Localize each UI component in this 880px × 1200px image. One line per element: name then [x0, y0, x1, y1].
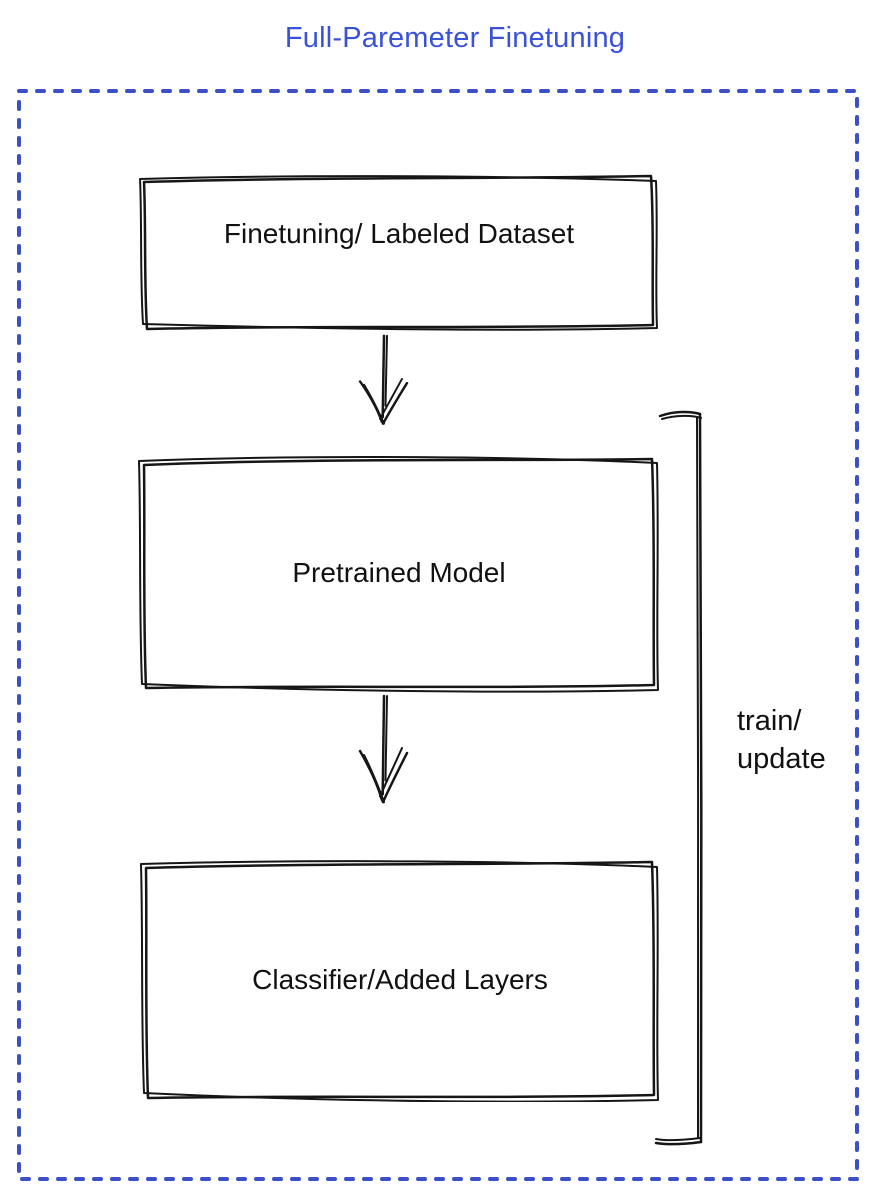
pretrained-model-label: Pretrained Model	[292, 557, 506, 588]
pretrained-model-box-fill	[142, 457, 656, 690]
classifier-added-layers-box-fill	[144, 860, 656, 1100]
classifier-added-layers-box: Classifier/Added Layers	[139, 857, 661, 1102]
dotted-frame-rect	[17, 89, 859, 1181]
pretrained-model-box: Pretrained Model	[136, 453, 662, 693]
finetuning-dataset-box-shape	[139, 174, 658, 331]
train-update-label: train/ update	[737, 702, 826, 778]
down-arrow-icon	[358, 694, 409, 804]
classifier-added-layers-box-sketch-line	[140, 860, 659, 1102]
train-update-label-line1: train/	[737, 705, 802, 737]
train-update-bracket-icon	[654, 410, 703, 1146]
diagram-title: Full-Paremeter Finetuning	[284, 22, 626, 54]
finetuning-dataset-label: Finetuning/ Labeled Dataset	[223, 218, 575, 249]
pretrained-model-box-shape	[138, 455, 659, 693]
finetuning-dataset-box-sketch-line	[139, 175, 658, 331]
down-arrow-icon	[358, 334, 409, 425]
finetuning-dataset-box-fill	[142, 174, 655, 331]
pretrained-model-box-sketch-line	[138, 455, 659, 693]
finetuning-dataset-box: Finetuning/ Labeled Dataset	[138, 172, 660, 332]
classifier-added-layers-box-shape	[140, 860, 659, 1102]
dotted-frame	[17, 89, 859, 1181]
classifier-added-layers-label: Classifier/Added Layers	[252, 963, 548, 995]
train-update-label-line2: update	[737, 743, 826, 775]
